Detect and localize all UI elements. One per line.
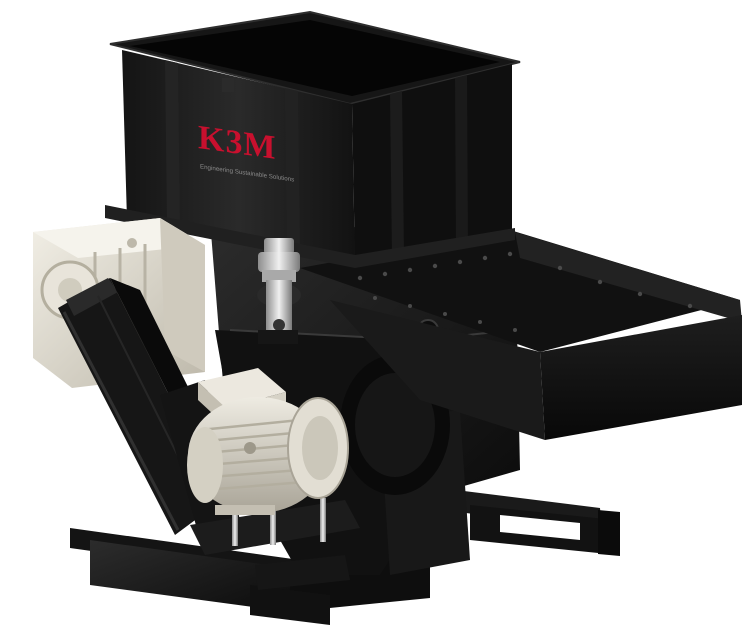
- hopper: [105, 10, 521, 268]
- feed-tray: [300, 230, 742, 440]
- electric-motor: [187, 368, 349, 515]
- hydraulic-cylinder: [257, 238, 301, 344]
